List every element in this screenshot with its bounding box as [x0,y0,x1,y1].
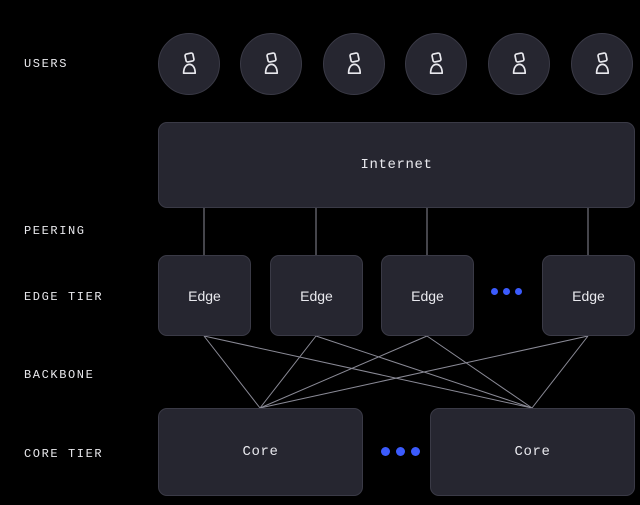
core-tier-ellipsis [378,447,423,456]
ellipsis-dot [411,447,420,456]
edge-node-edge-4[interactable]: Edge [542,255,635,336]
edge-node-edge-3[interactable]: Edge [381,255,474,336]
ellipsis-dot [514,288,522,295]
tier-label-peering: PEERING [24,224,86,238]
user-person-icon [429,52,444,75]
backbone-link-bb-e3-c1 [259,335,428,409]
user-avatar-user-6[interactable] [571,33,633,95]
tier-label-users: USERS [24,57,69,71]
backbone-link-bb-e4-c2 [531,335,589,409]
core-node-core-2[interactable]: Core [430,408,635,496]
user-avatar-user-1[interactable] [158,33,220,95]
backbone-link-bb-e2-c2 [315,335,533,409]
user-person-icon [347,52,362,75]
user-person-icon [264,52,279,75]
backbone-link-bb-e3-c2 [426,335,533,409]
internet-node-label: Internet [360,157,433,173]
core-node-label: Core [242,444,279,460]
tier-label-backbone: BACKBONE [24,368,95,382]
ellipsis-dot [396,447,405,456]
edge-node-label: Edge [411,287,444,304]
user-avatar-user-5[interactable] [488,33,550,95]
edge-node-edge-2[interactable]: Edge [270,255,363,336]
ellipsis-dot [490,288,498,295]
tier-label-core: CORE TIER [24,447,104,461]
tier-label-edge: EDGE TIER [24,290,104,304]
ellipsis-dot [381,447,390,456]
user-avatar-user-2[interactable] [240,33,302,95]
user-person-icon [512,52,527,75]
user-person-icon [182,52,197,75]
core-node-label: Core [514,444,551,460]
edge-node-edge-1[interactable]: Edge [158,255,251,336]
user-person-icon [595,52,610,75]
core-node-core-1[interactable]: Core [158,408,363,496]
backbone-link-bb-e1-c1 [203,335,261,409]
edge-node-label: Edge [188,287,221,304]
edge-node-label: Edge [300,287,333,304]
user-avatar-user-4[interactable] [405,33,467,95]
backbone-link-bb-e1-c2 [203,335,533,409]
user-avatar-user-3[interactable] [323,33,385,95]
edge-tier-ellipsis [488,288,524,295]
ellipsis-dot [502,288,510,295]
edge-node-label: Edge [572,287,605,304]
backbone-link-bb-e2-c1 [259,335,317,409]
internet-node[interactable]: Internet [158,122,635,208]
backbone-link-bb-e4-c1 [259,335,589,409]
